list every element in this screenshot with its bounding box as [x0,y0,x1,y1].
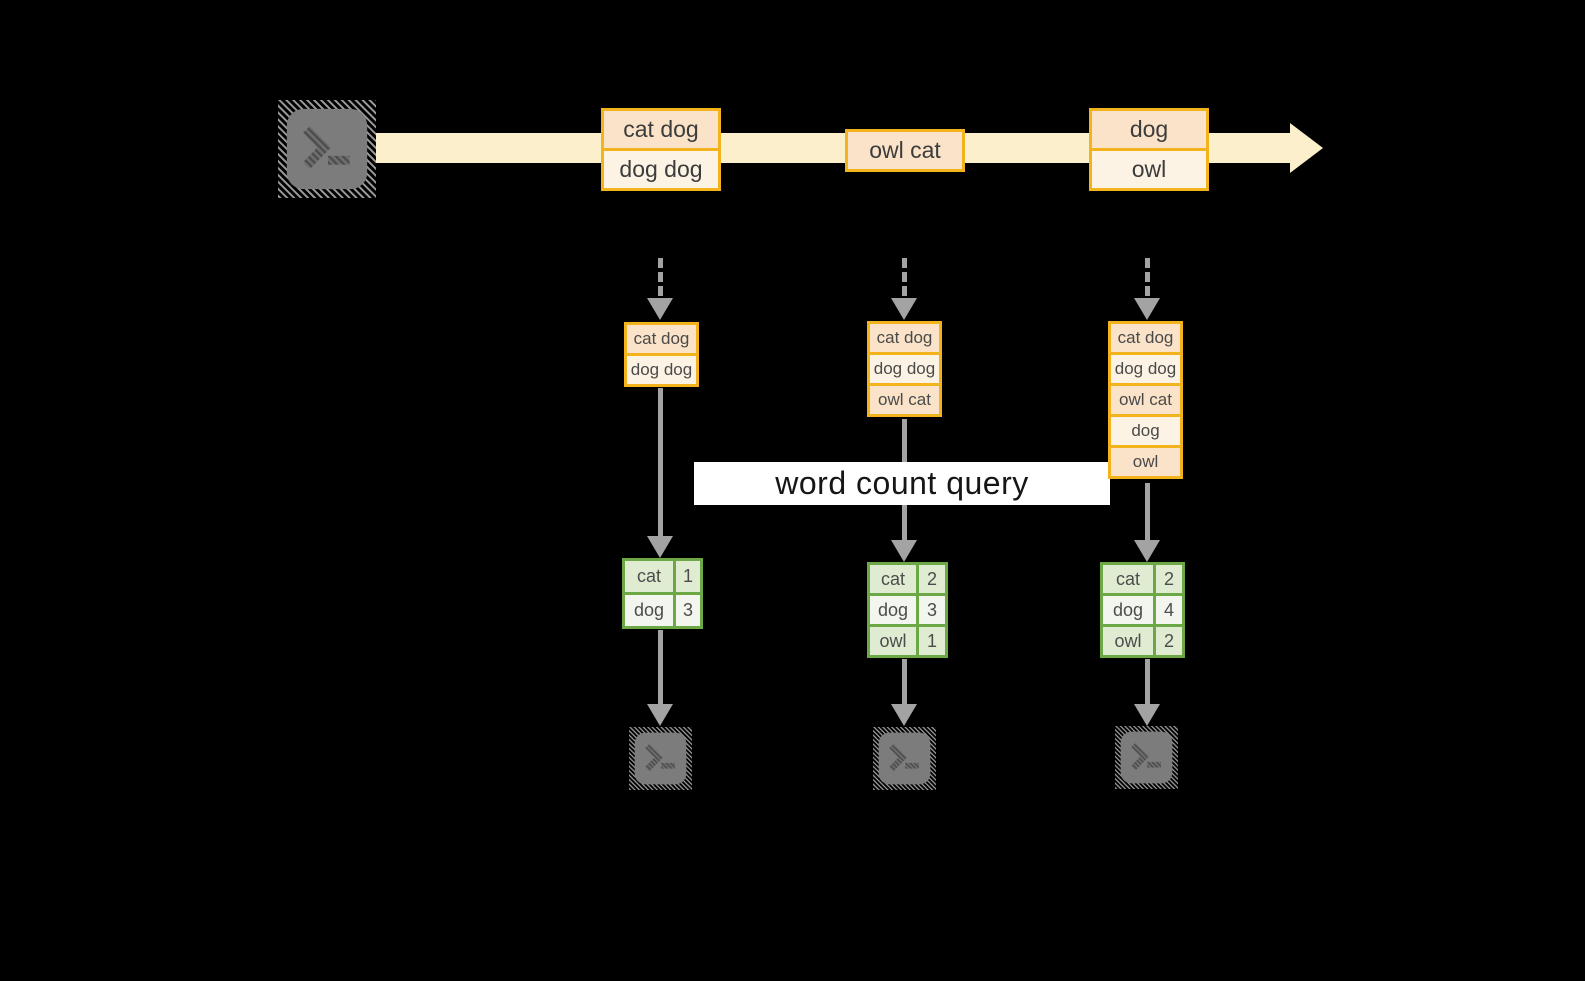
stream-record: owl [1092,151,1206,188]
table-row: owl [1111,448,1180,476]
query-label: word count query [694,462,1110,505]
result-count: 1 [919,627,945,655]
table-row: dog dog [1111,355,1180,383]
table-row: cat dog [627,325,696,353]
output-terminal-icon-3 [1115,726,1178,789]
stream-record: dog [1092,111,1206,148]
arrowhead-down-icon [1134,704,1160,726]
query-arrow-3 [1145,483,1150,542]
stream-record: dog dog [604,151,718,188]
stream-arrowhead-icon [1290,123,1323,173]
result-word: cat [625,561,673,592]
arrowhead-down-icon [647,704,673,726]
table-row: owl cat [870,386,939,414]
result-word: owl [870,627,916,655]
result-count: 2 [1156,627,1182,655]
table-row: dog dog [627,356,696,384]
microbatch-dashed-arrow-2 [902,258,907,296]
arrowhead-down-icon [647,536,673,558]
table-row: dog dog [870,355,939,383]
result-table-3: cat 2 dog 4 owl 2 [1100,562,1185,658]
stream-batch-1: cat dog dog dog [601,108,721,191]
table-row: cat dog [870,324,939,352]
query-arrow-1 [658,388,663,538]
result-count: 3 [919,596,945,624]
stream-record: owl cat [848,132,962,169]
arrowhead-down-icon [891,540,917,562]
input-terminal-icon [278,99,376,199]
result-word: cat [1103,565,1153,593]
output-arrow-3 [1145,659,1150,706]
unbounded-table-1: cat dog dog dog [624,322,699,387]
result-word: dog [625,595,673,626]
output-arrow-1 [658,630,663,706]
output-terminal-icon-2 [873,727,936,790]
stream-record: cat dog [604,111,718,148]
arrowhead-down-icon [647,298,673,320]
result-word: dog [1103,596,1153,624]
output-terminal-icon-1 [629,727,692,790]
stream-batch-3: dog owl [1089,108,1209,191]
unbounded-table-2: cat dog dog dog owl cat [867,321,942,417]
result-count: 1 [676,561,700,592]
result-word: cat [870,565,916,593]
unbounded-table-3: cat dog dog dog owl cat dog owl [1108,321,1183,479]
table-row: owl cat [1111,386,1180,414]
arrowhead-down-icon [1134,540,1160,562]
result-count: 3 [676,595,700,626]
output-arrow-2 [902,659,907,706]
result-count: 2 [919,565,945,593]
result-word: dog [870,596,916,624]
arrowhead-down-icon [1134,298,1160,320]
result-word: owl [1103,627,1153,655]
result-count: 4 [1156,596,1182,624]
result-count: 2 [1156,565,1182,593]
result-table-2: cat 2 dog 3 owl 1 [867,562,948,658]
stream-batch-2: owl cat [845,129,965,172]
arrowhead-down-icon [891,704,917,726]
result-table-1: cat 1 dog 3 [622,558,703,629]
microbatch-dashed-arrow-1 [658,258,663,296]
table-row: dog [1111,417,1180,445]
table-row: cat dog [1111,324,1180,352]
arrowhead-down-icon [891,298,917,320]
microbatch-dashed-arrow-3 [1145,258,1150,296]
